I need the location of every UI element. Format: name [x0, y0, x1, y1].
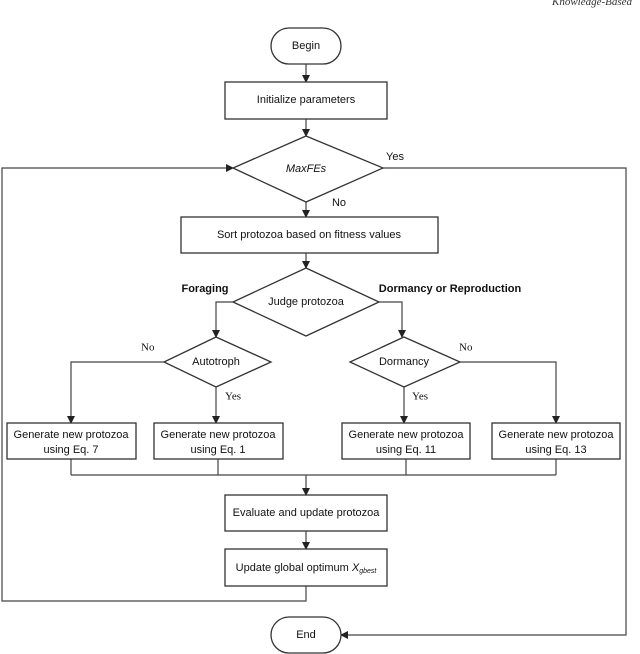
initialize-box [224, 81, 388, 120]
arrow-loop-back [1, 164, 307, 602]
arrow-judge-autotroph [212, 301, 233, 338]
update-sub: gbest [359, 568, 377, 575]
maxfes-label: MaxFEs [286, 163, 327, 175]
foraging-label: Foraging [181, 283, 228, 295]
generate-eq11-line2: using Eq. 11 [376, 444, 436, 456]
connectors [1, 64, 627, 639]
sort-box [180, 216, 439, 254]
generate-eq13-box [491, 422, 621, 460]
dormancy-yes-label: Yes [412, 391, 428, 403]
generate-eq11-box [341, 422, 471, 460]
arrow-autotroph-no [67, 361, 164, 424]
evaluate-box [224, 494, 388, 532]
autotroph-no-label: No [141, 342, 155, 354]
maxfes-no-label: No [332, 197, 346, 209]
update-var: X [351, 562, 360, 574]
judge-label: Judge protozoa [268, 296, 345, 308]
evaluate-label: Evaluate and update protozoa [233, 507, 381, 519]
update-text: Update global optimum [236, 562, 352, 574]
generate-eq13-line1: Generate new protozoa [499, 429, 615, 441]
dormancy-or-reproduction-label: Dormancy or Reproduction [379, 283, 522, 295]
generate-eq13-line2: using Eq. 13 [525, 444, 586, 456]
generate-eq7-line2: using Eq. 7 [43, 444, 98, 456]
dormancy-label: Dormancy [379, 356, 430, 368]
judge-decision [231, 267, 381, 337]
autotroph-decision [162, 336, 273, 388]
dormancy-decision [348, 336, 462, 388]
arrow-judge-dormancy [379, 301, 406, 338]
maxfes-yes-label: Yes [386, 151, 404, 163]
initialize-label: Initialize parameters [257, 94, 356, 106]
arrow-maxfes-yes-end [340, 167, 627, 639]
generate-eq1-line1: Generate new protozoa [161, 429, 277, 441]
generate-eq1-box [153, 422, 284, 460]
begin-label: Begin [292, 40, 320, 52]
running-header: Knowledge-Based [551, 0, 633, 8]
begin-terminal [270, 27, 342, 65]
end-terminal [270, 616, 342, 654]
autotroph-yes-label: Yes [225, 391, 241, 403]
maxfes-decision [231, 135, 385, 203]
arrow-dormancy-no [460, 361, 560, 424]
end-label: End [296, 629, 316, 641]
generate-eq7-line1: Generate new protozoa [14, 429, 130, 441]
update-label: Update global optimum Xgbest [236, 562, 378, 575]
generate-eq11-line1: Generate new protozoa [349, 429, 465, 441]
sort-label: Sort protozoa based on fitness values [217, 229, 402, 241]
autotroph-label: Autotroph [192, 356, 240, 368]
update-box [224, 548, 388, 587]
generate-eq7-box [6, 422, 137, 460]
generate-eq1-line2: using Eq. 1 [190, 444, 245, 456]
dormancy-no-label: No [459, 342, 473, 354]
